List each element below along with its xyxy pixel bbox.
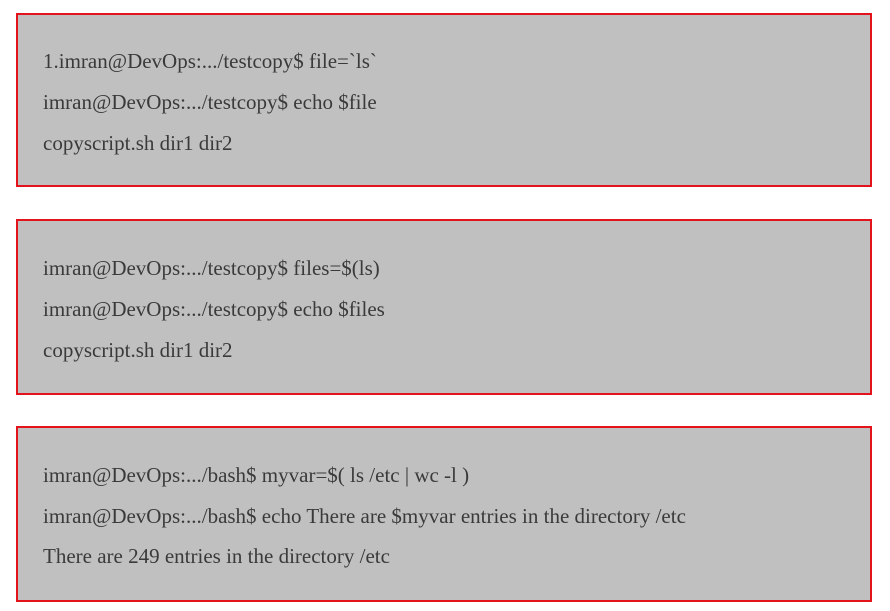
terminal-block-pipeline: imran@DevOps:.../bash$ myvar=$( ls /etc … xyxy=(16,426,872,602)
terminal-block-backtick: 1.imran@DevOps:.../testcopy$ file=`ls` i… xyxy=(16,13,872,187)
command-output: There are 249 entries in the directory /… xyxy=(43,544,390,568)
command-line: imran@DevOps:.../bash$ myvar=$( ls /etc … xyxy=(43,463,470,487)
command-output: copyscript.sh dir1 dir2 xyxy=(43,131,233,155)
command-line: imran@DevOps:.../testcopy$ echo $file xyxy=(43,90,377,114)
command-line: imran@DevOps:.../testcopy$ files=$(ls) xyxy=(43,256,380,280)
terminal-block-dollar-paren: imran@DevOps:.../testcopy$ files=$(ls) i… xyxy=(16,219,872,395)
command-output: copyscript.sh dir1 dir2 xyxy=(43,338,233,362)
command-line: imran@DevOps:.../bash$ echo There are $m… xyxy=(43,504,686,528)
command-line: imran@DevOps:.../testcopy$ echo $files xyxy=(43,297,385,321)
command-line: 1.imran@DevOps:.../testcopy$ file=`ls` xyxy=(43,49,377,73)
